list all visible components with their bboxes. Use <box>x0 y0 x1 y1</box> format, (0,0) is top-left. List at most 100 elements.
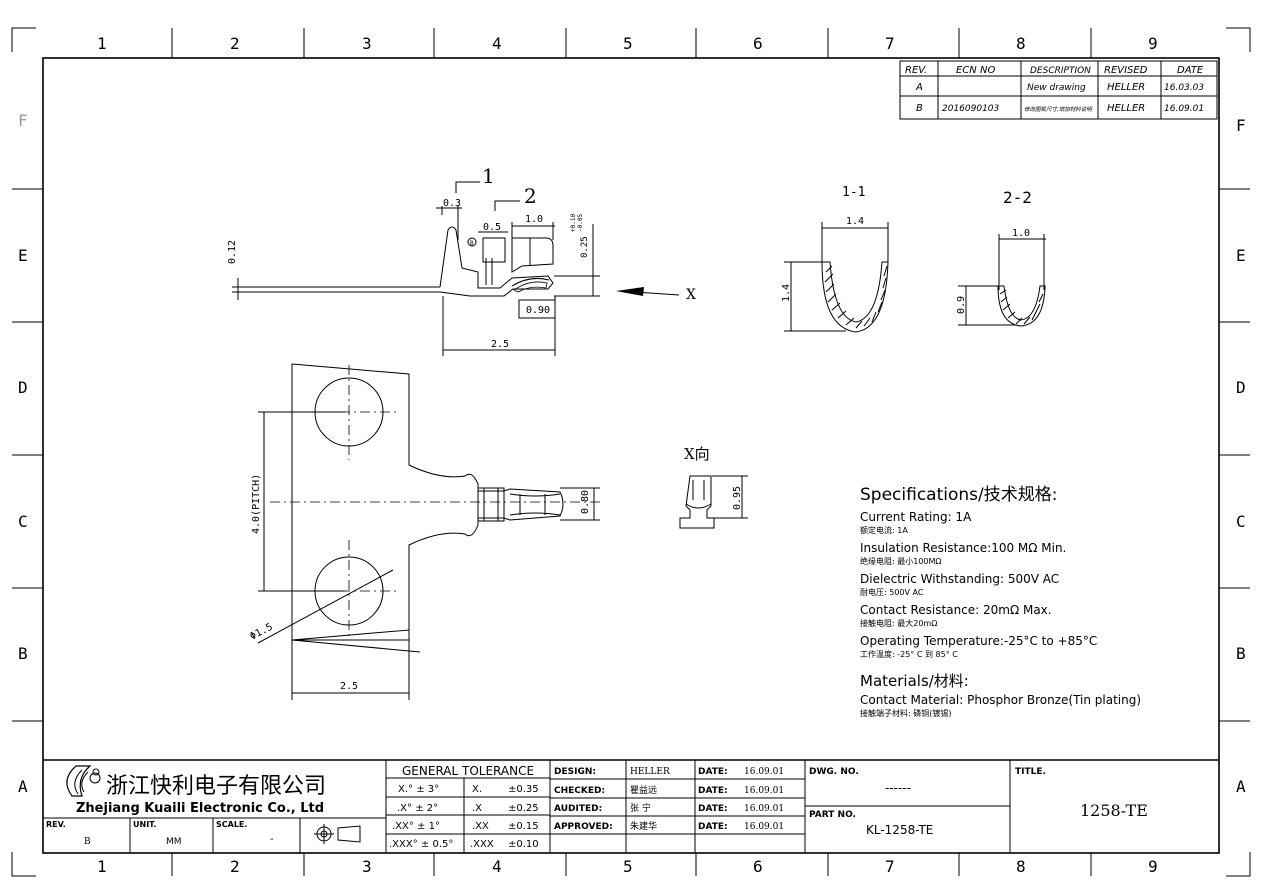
dim-label: 0.80 <box>580 490 591 514</box>
scale-label: SCALE. <box>216 820 247 829</box>
date-value: 16.09.01 <box>744 804 784 814</box>
col-label: 6 <box>753 34 763 53</box>
mark-label: B <box>470 240 474 247</box>
section-marker: 1 <box>482 164 495 188</box>
col-label: 8 <box>1016 857 1026 876</box>
spec-item-cn: 工作温度: -25° C 到 85° C <box>860 649 958 659</box>
sheet-frame <box>11 27 1251 877</box>
section-title: 2-2 <box>1003 188 1032 207</box>
side-view: 0.3 1 2 0.5 1.0 0.25 +0.10 -0.05 0.90 2.… <box>227 164 696 356</box>
date-value: 16.09.01 <box>744 767 784 777</box>
tolerance-angle: .XXX° ± 0.5° <box>389 839 453 850</box>
grid-column-labels: 1 2 3 4 5 6 7 8 9 1 2 3 4 5 6 7 8 9 <box>97 34 1158 876</box>
dim-label: 0.12 <box>227 240 238 264</box>
unit-label: UNIT. <box>133 820 156 829</box>
projection-symbol-icon <box>314 824 361 844</box>
col-label: 4 <box>492 34 502 53</box>
dim-tolerance: +0.10 <box>570 214 577 232</box>
rev-cell: 修改图框尺寸,增加材料说明 <box>1024 106 1093 113</box>
unit-value: MM <box>166 837 182 847</box>
dim-label: 0.25 <box>580 236 590 258</box>
title-label: TITLE. <box>1015 767 1046 777</box>
rev-header: DESCRIPTION <box>1030 66 1091 76</box>
rev-cell: 16.09.01 <box>1164 104 1204 114</box>
col-label: 9 <box>1148 857 1158 876</box>
col-label: 8 <box>1016 34 1026 53</box>
dim-tolerance: -0.05 <box>577 214 584 232</box>
role-label: CHECKED: <box>554 786 605 796</box>
view-title: X向 <box>684 445 710 463</box>
spec-item: Contact Resistance: 20mΩ Max. <box>860 603 1052 617</box>
row-label: B <box>1236 644 1246 663</box>
spec-item: Operating Temperature:-25°C to +85°C <box>860 634 1097 648</box>
rev-cell: New drawing <box>1027 83 1086 93</box>
col-label: 5 <box>623 857 633 876</box>
dim-label: 2.5 <box>491 339 509 350</box>
view-x: X向 0.95 <box>679 445 748 529</box>
title-block: 浙江快利电子有限公司 Zhejiang Kuaili Electronic Co… <box>43 759 1219 853</box>
section-marker: 2 <box>524 184 537 208</box>
dim-label: 4.0(PITCH) <box>251 474 262 534</box>
rev-header: REVISED <box>1104 65 1148 76</box>
date-label: DATE: <box>698 767 728 777</box>
col-label: 6 <box>753 857 763 876</box>
tolerance-linear-value: ±0.35 <box>508 784 539 795</box>
tolerance-angle: .XX° ± 1° <box>392 821 440 832</box>
tolerance-linear-value: ±0.10 <box>508 839 539 850</box>
company-name-cn: 浙江快利电子有限公司 <box>106 774 326 799</box>
rev-cell: A <box>915 82 923 93</box>
tolerance-linear-label: .X <box>472 803 482 814</box>
rev-header: ECN NO <box>956 65 995 76</box>
col-label: 2 <box>230 34 240 53</box>
section-1-1: 1-1 1.4 1.4 <box>781 185 889 333</box>
rev-header: REV. <box>905 65 927 76</box>
dim-label: 0.3 <box>443 198 461 209</box>
company-logo <box>66 765 101 797</box>
row-label: A <box>18 777 28 796</box>
date-label: DATE: <box>698 822 728 832</box>
spec-item: Insulation Resistance:100 MΩ Min. <box>860 541 1066 555</box>
row-label: B <box>18 644 28 663</box>
date-value: 16.09.01 <box>744 822 784 832</box>
dim-label: 1.4 <box>781 284 792 302</box>
material-item-cn: 接触端子材料: 磷铜(镀锡) <box>860 708 951 718</box>
grid-row-labels: F E D C B A F E D C B A <box>18 111 1246 796</box>
col-label: 4 <box>492 857 502 876</box>
part-label: PART NO. <box>809 810 856 820</box>
specifications: Specifications/技术规格: Current Rating: 1A … <box>860 485 1141 718</box>
dim-label: Φ1.5 <box>248 622 274 643</box>
dwg-label: DWG. NO. <box>809 767 859 777</box>
spec-item-cn: 耐电压: 500V AC <box>860 587 924 597</box>
view-arrow-label: X <box>686 287 696 303</box>
col-label: 2 <box>230 857 240 876</box>
row-label: E <box>18 246 28 265</box>
rev-cell: 2016090103 <box>942 104 1000 114</box>
tolerance-linear-value: ±0.15 <box>508 821 539 832</box>
dim-label: 1.4 <box>846 216 864 227</box>
col-label: 3 <box>362 34 372 53</box>
col-label: 9 <box>1148 34 1158 53</box>
rev-cell: B <box>916 103 923 114</box>
part-value: KL-1258-TE <box>866 823 933 837</box>
section-title: 1-1 <box>842 185 865 200</box>
role-label: AUDITED: <box>554 804 602 814</box>
spec-item-cn: 额定电流: 1A <box>860 525 908 535</box>
date-label: DATE: <box>698 804 728 814</box>
spec-item-cn: 接触电阻: 最大20mΩ <box>860 618 937 628</box>
dim-label: 2.5 <box>340 681 358 692</box>
materials-heading: Materials/材料: <box>860 672 969 690</box>
row-label: C <box>1236 512 1246 531</box>
dim-label: 0.95 <box>732 486 743 510</box>
top-view: 4.0(PITCH) 2.5 Φ1.5 0.80 B <box>248 237 600 700</box>
title-value: 1258-TE <box>1080 801 1148 820</box>
tolerance-angle: X.° ± 3° <box>398 784 439 795</box>
specs-heading: Specifications/技术规格: <box>860 485 1057 505</box>
rev-cell: HELLER <box>1107 82 1145 93</box>
spec-item: Current Rating: 1A <box>860 510 972 524</box>
date-label: DATE: <box>698 786 728 796</box>
tolerance-heading: GENERAL TOLERANCE <box>402 764 534 778</box>
tolerance-linear-label: X. <box>472 784 482 795</box>
col-label: 7 <box>885 34 895 53</box>
col-label: 1 <box>97 34 107 53</box>
